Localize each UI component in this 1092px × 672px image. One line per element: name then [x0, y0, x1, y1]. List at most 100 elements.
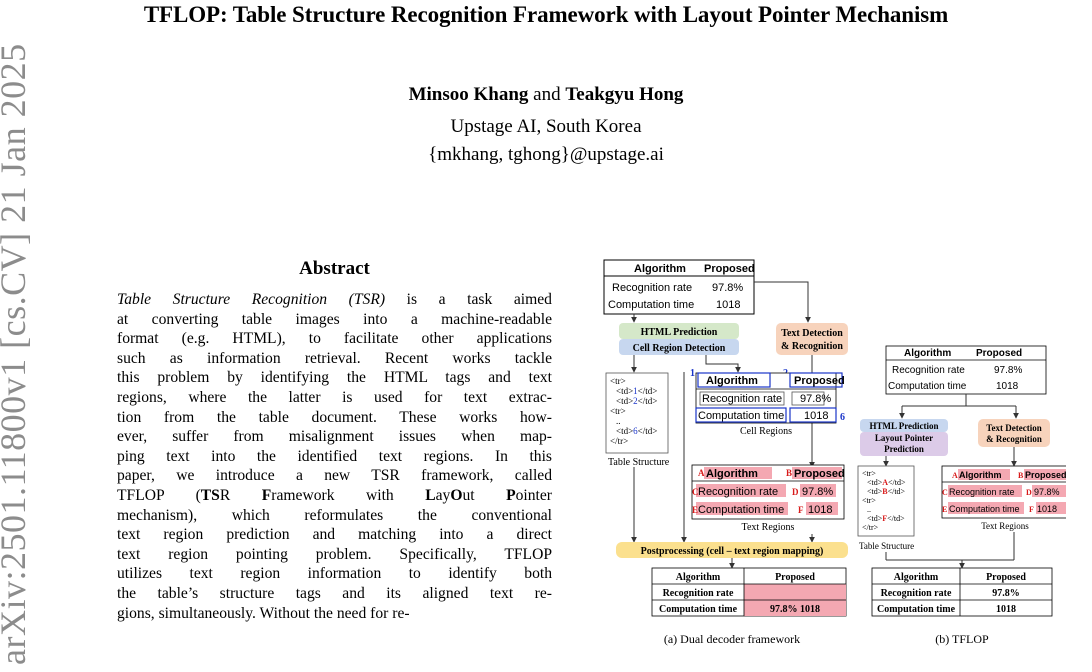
code-td2: <td>2</td> — [616, 396, 657, 406]
affiliation: Upstage AI, South Korea — [450, 116, 642, 137]
table-header-algorithm: Algorithm — [959, 470, 1002, 480]
text-recognition-label: & Recognition — [781, 341, 843, 352]
abstract-line: the table’s structure tags and its align… — [117, 584, 552, 602]
abstract-line: ping text into the identified text regio… — [117, 447, 552, 465]
table-row-label: Computation time — [888, 381, 967, 392]
figure-diagram: Algorithm Proposed Recognition rate 97.8… — [603, 259, 1066, 646]
abstract-line: ever, suffer from misalignment issues wh… — [117, 428, 552, 446]
table-row-value: 97.8% — [712, 282, 743, 294]
table-header-algorithm: Algorithm — [904, 348, 951, 359]
input-table-b: Algorithm Proposed Recognition rate 97.8… — [885, 345, 1047, 395]
caption-a: (a) Dual decoder framework — [664, 632, 800, 646]
table-header-algorithm: Algorithm — [676, 572, 721, 583]
table-header-proposed: Proposed — [704, 263, 755, 275]
marker-E: E — [692, 505, 698, 515]
merged-value: 97.8% 1018 — [770, 604, 820, 615]
table-structure-a: <tr> <td>1</td> <td>2</td> <tr> .. <td>6… — [605, 372, 670, 468]
input-table-a: Algorithm Proposed Recognition rate 97.8… — [603, 259, 755, 315]
marker-D: D — [1026, 488, 1032, 497]
table-header-algorithm: Algorithm — [894, 572, 939, 583]
marker-F: F — [798, 505, 804, 515]
marker-B: B — [786, 468, 792, 478]
caption-b: (b) TFLOP — [935, 632, 989, 646]
figure-1: Algorithm Proposed Recognition rate 97.8… — [596, 252, 1066, 672]
abstract-line: tion from the table document. These work… — [117, 408, 552, 426]
table-row-value: 1018 — [808, 504, 832, 516]
marker-A: A — [698, 468, 705, 478]
table-row-label: Computation time — [698, 504, 784, 516]
code-tr: <tr> — [862, 469, 876, 478]
email: {mkhang, tghong}@upstage.ai — [428, 144, 664, 165]
arxiv-stamp: arXiv:2501.11800v1 [cs.CV] 21 Jan 2025 — [0, 43, 33, 665]
code-dots: .. — [616, 416, 621, 426]
layout-pointer-label: Layout Pointer — [875, 433, 933, 443]
code-tr-close: </tr> — [610, 436, 628, 446]
marker-D: D — [792, 487, 799, 497]
text-recognition-label: & Recognition — [986, 434, 1042, 444]
table-header-algorithm: Algorithm — [706, 375, 758, 387]
cell-regions-a: 1 2 Algorithm Proposed Recognition rate … — [690, 368, 845, 437]
text-detection-box-b: Text Detection & Recognition — [978, 419, 1050, 447]
table-header-proposed: Proposed — [794, 468, 845, 480]
postprocessing-box: Postprocessing (cell – text region mappi… — [616, 542, 848, 558]
layout-pointer-prediction-label: Prediction — [884, 444, 924, 454]
table-header-proposed: Proposed — [775, 572, 815, 583]
code-td1: <td>1</td> — [616, 386, 657, 396]
table-structure-caption: Table Structure — [608, 457, 670, 468]
marker-C: C — [692, 487, 699, 497]
table-row-value: 1018 — [996, 604, 1016, 615]
table-row-label: Recognition rate — [892, 365, 965, 376]
abstract-body: Table Structure Recognition (TSR) is a t… — [117, 290, 552, 623]
marker-B: B — [1018, 471, 1024, 480]
author-1: Minsoo Khang — [408, 84, 529, 105]
table-row-value: 97.8% — [800, 393, 831, 405]
code-td6: <td>6</td> — [616, 426, 657, 436]
text-regions-a: A Algorithm B Proposed C Recognition rat… — [691, 464, 845, 533]
abstract-line: text region prediction and matching into… — [117, 526, 552, 544]
text-regions-b: A Algorithm B Proposed C Recognition rat… — [941, 465, 1066, 531]
cell-regions-caption: Cell Regions — [740, 426, 792, 437]
table-row-label: Recognition rate — [881, 588, 952, 599]
output-table-b: Algorithm Proposed Recognition rate 97.8… — [871, 567, 1053, 617]
table-row-value: 97.8% — [1034, 487, 1060, 497]
marker-A: A — [952, 471, 958, 480]
abstract-line: TFLOP (TSR Framework with LayOut Pointer — [117, 486, 552, 504]
table-header-proposed: Proposed — [794, 375, 845, 387]
abstract-line: such as information retrieval. Recent wo… — [117, 349, 552, 367]
table-row-label: Computation time — [949, 504, 1020, 514]
table-header-proposed: Proposed — [986, 572, 1026, 583]
author-line: Minsoo Khang and Teakgyu Hong — [0, 84, 1092, 106]
table-row-value: 97.8% — [994, 365, 1022, 376]
html-prediction-box-b: HTML Prediction Layout Pointer Predictio… — [860, 419, 948, 456]
abstract-line: mechanism), which reformulates the conve… — [117, 506, 552, 524]
abstract-line: Table Structure Recognition (TSR) is a t… — [117, 291, 552, 308]
abstract-line: regions, where the latter is used for te… — [117, 388, 552, 406]
code-tr: <tr> — [862, 496, 876, 505]
html-prediction-label: HTML Prediction — [869, 421, 938, 431]
output-table-a: Algorithm Proposed Recognition rate Comp… — [651, 567, 847, 617]
marker-6: 6 — [840, 412, 845, 423]
text-detection-label: Text Detection — [986, 423, 1041, 433]
html-prediction-label: HTML Prediction — [641, 327, 718, 338]
table-structure-caption: Table Structure — [859, 541, 914, 551]
table-structure-b: <tr> <td>A</td> <td>B</td> <tr> .. <td>F… — [857, 465, 915, 551]
text-detection-box-a: Text Detection & Recognition — [776, 323, 848, 355]
postprocessing-label: Postprocessing (cell – text region mappi… — [641, 546, 824, 557]
table-row-label: Computation time — [608, 299, 694, 311]
marker-F: F — [1029, 505, 1034, 514]
tsr-term: Table Structure Recognition (TSR) — [117, 291, 386, 308]
marker-E: E — [942, 505, 947, 514]
abstract-line: at converting table images into a machin… — [117, 310, 552, 328]
code-tdA: <td>A</td> — [867, 478, 906, 487]
abstract-line: paper, we introduce a new TSR framework,… — [117, 467, 552, 485]
abstract-line: text region pointing problem. Specifical… — [117, 545, 552, 563]
paper-title: TFLOP: Table Structure Recognition Frame… — [143, 2, 949, 27]
table-row-value: 1018 — [716, 299, 740, 311]
table-row-label: Recognition rate — [612, 282, 692, 294]
table-row-value: 97.8% — [992, 588, 1020, 599]
table-header-algorithm: Algorithm — [706, 468, 758, 480]
text-detection-label: Text Detection — [781, 328, 843, 339]
table-header-proposed: Proposed — [1025, 470, 1066, 480]
table-row-label: Recognition rate — [949, 487, 1015, 497]
table-row-value: 97.8% — [802, 486, 833, 498]
